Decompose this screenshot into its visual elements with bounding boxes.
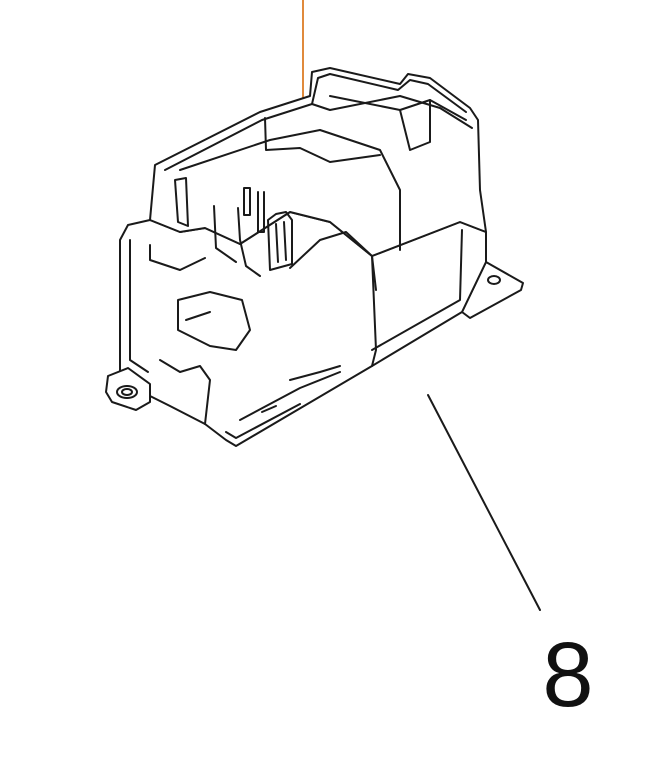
connector-pin-1 <box>243 187 251 216</box>
connector-socket <box>267 211 293 271</box>
top-block <box>399 99 431 151</box>
left-ear-hole-inner <box>121 388 133 396</box>
top-inner-rail <box>329 95 467 121</box>
base-notch <box>261 405 277 413</box>
top-edge-line <box>164 95 473 171</box>
right-flange-hole <box>487 275 501 285</box>
left-ear-hole <box>116 385 138 399</box>
cover-front-edge <box>319 129 401 251</box>
left-side-edge <box>129 239 149 373</box>
module-housing <box>105 67 524 447</box>
connector-frame <box>237 207 261 277</box>
left-side-clip <box>174 177 189 227</box>
lower-housing-body <box>119 211 487 447</box>
cover-left-edge <box>179 129 321 171</box>
front-corner-edge <box>371 255 377 367</box>
connector-pin-2 <box>257 191 265 233</box>
callout-leader-line <box>427 394 541 611</box>
connector-socket-slots <box>275 221 287 263</box>
front-recess-line <box>185 311 211 321</box>
right-side-panel <box>371 229 463 351</box>
top-rail <box>311 73 467 113</box>
front-bottom-detail <box>289 365 341 381</box>
base-edge <box>239 371 341 421</box>
left-top-ridge <box>149 244 206 271</box>
lower-left-detail <box>159 359 211 425</box>
base-foot <box>225 403 301 439</box>
front-recess <box>177 291 251 351</box>
callout-number: 8 <box>542 624 593 726</box>
left-connector-frame <box>213 205 237 263</box>
cover-top-detail <box>264 117 381 163</box>
